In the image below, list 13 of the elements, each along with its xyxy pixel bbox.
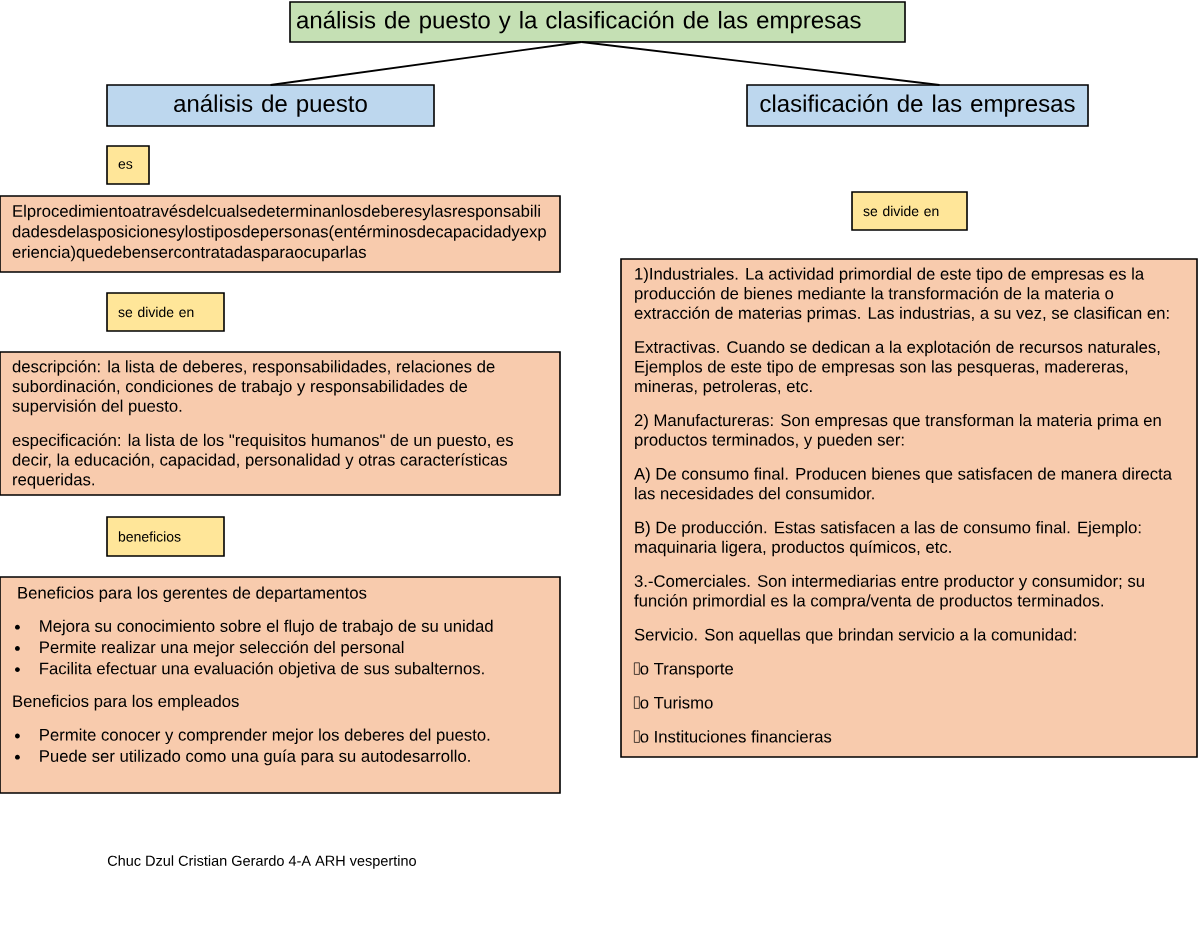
linking-phrase-box: se divide en <box>851 191 968 231</box>
content-box: Elprocedimientoatravésdelcualsedeterminanlosdeberesylasresponsabilidadesdelasposicionesylostiposdepersonas(entérminosdecapacidadyexperiencia)quedebensercontratadasparaocuparlas <box>0 195 561 273</box>
linking-phrase-box: es <box>106 145 150 185</box>
content-box: 1)Industriales. La actividad primordial de este tipo de empresas es la producción de bienes mediante la transformación de la materia o extracción de materias primas. Las industrias, a su vez, se clasifican en: Extractivas. Cuando se dedican a la explotación de recursos naturales, Ejemplos de este tipo de empresas son las pesqueras, madereras, mineras, petroleras, etc. 2) Manufactureras: Son empresas que transforman la materia prima en productos terminados, y pueden ser: A) De consumo final. Producen bienes que satisfacen de manera directa las necesidades del consumidor. B) De producción. Estas satisfacen a las de consumo final. Ejemplo: maquinaria ligera, productos químicos, etc. 3.-Comerciales. Son intermediarias entre productor y consumidor; su función primordial es la compra/venta de productos terminados. Servicio. Son aquellas que brindan servicio a la comunidad: o Transporte o Turismo o Instituciones financieras <box>620 258 1198 758</box>
subtopic-box: análisis de puesto <box>106 84 435 127</box>
subtopic-box: clasificación de las empresas <box>746 84 1089 127</box>
main-topic-box: análisis de puesto y la clasificación de las empresas <box>289 1 906 43</box>
linking-phrase-box: se divide en <box>106 292 225 332</box>
content-box: Beneficios para los gerentes de departamentos Mejora su conocimiento sobre el flujo de trabajo de su unidad Permite realizar una mejor selección del personal Facilita efectuar una evaluación objetiva de sus subalternos. Beneficios para los empleados Permite conocer y comprender mejor los deberes del puesto. Puede ser utilizado como una guía para su autodesarrollo. <box>0 576 561 794</box>
content-box: descripción: la lista de deberes, responsabilidades, relaciones de subordinación, condiciones de trabajo y responsabilidades de supervisión del puesto. especificación: la lista de los "requisitos humanos" de un puesto, es decir, la educación, capacidad, personalidad y otras características requeridas. <box>0 351 561 496</box>
author-note: Chuc Dzul Cristian Gerardo 4-A ARH vespertino <box>107 855 416 869</box>
connector-line <box>580 41 941 86</box>
linking-phrase-box: beneficios <box>106 516 225 557</box>
